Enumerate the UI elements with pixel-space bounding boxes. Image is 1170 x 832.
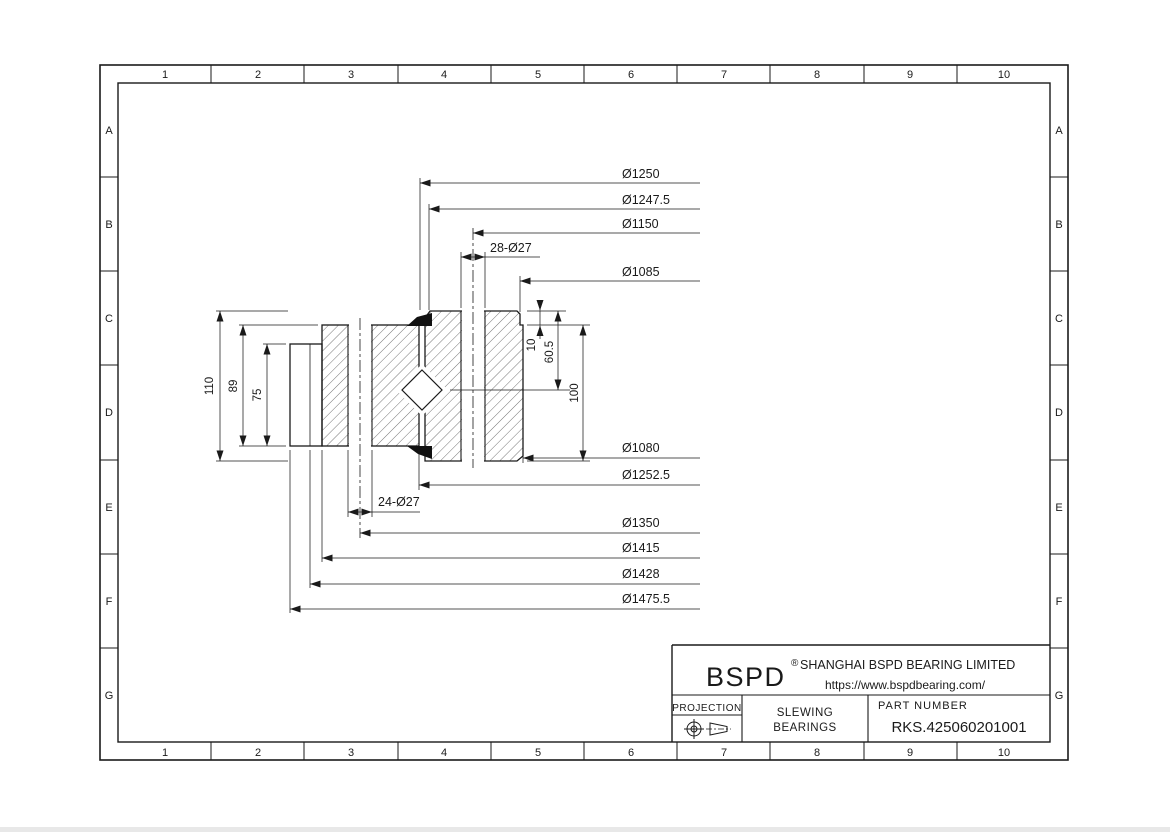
grid-row-label: C (1055, 313, 1063, 325)
bearing-section (289, 228, 570, 538)
grid-col-label: 4 (441, 69, 447, 81)
dim-label-height-110: 110 (204, 377, 216, 395)
dim-label-od1252-5: Ø1252.5 (622, 468, 670, 482)
bottom-seal (407, 446, 432, 459)
grid-row-label: C (105, 313, 113, 325)
grid-col-label: 2 (255, 747, 261, 759)
projection-label: PROJECTION (672, 703, 741, 714)
dim-label-28-holes: 28-Ø27 (490, 241, 532, 255)
centerlines (359, 228, 474, 538)
crossed-roller (401, 369, 443, 411)
grid-col-label: 6 (628, 69, 634, 81)
grid-col-label: 6 (628, 747, 634, 759)
company-website: https://www.bspdbearing.com/ (825, 678, 986, 692)
dimension-lines (216, 178, 700, 613)
grid-row-label: A (105, 125, 113, 137)
dim-label-od1428: Ø1428 (622, 567, 660, 581)
part-number-value: RKS.425060201001 (891, 719, 1026, 736)
grid-row-label: G (1055, 690, 1064, 702)
dim-label-od1150: Ø1150 (622, 217, 659, 231)
grid-col-label: 7 (721, 747, 727, 759)
product-type-line1: SLEWING (777, 707, 834, 719)
grid-col-label: 3 (348, 69, 354, 81)
top-seal (407, 313, 432, 326)
grid-labels: 1 2 3 4 5 6 7 8 9 10 1 2 3 4 5 6 7 8 9 1… (105, 69, 1064, 759)
grid-row-label: D (105, 407, 113, 419)
dim-label-od1415: Ø1415 (622, 541, 660, 555)
gear-rim (289, 343, 323, 447)
projection-symbol-icon (684, 719, 731, 739)
dim-label-24-holes: 24-Ø27 (378, 495, 420, 509)
title-block: BSPD ® SHANGHAI BSPD BEARING LIMITED htt… (671, 644, 1050, 742)
dim-label-height-89: 89 (228, 380, 240, 393)
grid-row-label: B (105, 219, 112, 231)
grid-col-label: 10 (998, 747, 1010, 759)
grid-col-label: 9 (907, 69, 913, 81)
drawing-frame (99, 64, 1069, 761)
grid-col-label: 8 (814, 747, 820, 759)
title-block-borders (671, 644, 1050, 742)
grid-row-label: F (106, 596, 113, 608)
dim-label-height-75: 75 (252, 389, 264, 402)
product-type-line2: BEARINGS (773, 722, 836, 734)
grid-col-label: 7 (721, 69, 727, 81)
grid-col-label: 5 (535, 69, 541, 81)
grid-col-label: 4 (441, 747, 447, 759)
grid-col-label: 3 (348, 747, 354, 759)
dim-label-100: 100 (569, 383, 581, 402)
grid-row-label: G (105, 690, 114, 702)
dim-label-od1247-5: Ø1247.5 (622, 193, 670, 207)
dim-label-10: 10 (526, 339, 538, 352)
grid-col-label: 5 (535, 747, 541, 759)
grid-row-label: D (1055, 407, 1063, 419)
grid-col-label: 10 (998, 69, 1010, 81)
grid-row-label: E (1055, 502, 1062, 514)
dim-label-od1475-5: Ø1475.5 (622, 592, 670, 606)
inner-border (117, 82, 1051, 743)
grid-col-label: 1 (162, 69, 168, 81)
dimension-labels: Ø1250 Ø1247.5 Ø1150 28-Ø27 Ø1085 Ø1080 Ø… (204, 167, 670, 606)
grid-col-label: 9 (907, 747, 913, 759)
dim-label-od1350: Ø1350 (622, 516, 660, 530)
dim-label-od1080: Ø1080 (622, 441, 660, 455)
grid-row-label: A (1055, 125, 1063, 137)
grid-row-label: B (1055, 219, 1062, 231)
grid-row-label: E (105, 502, 112, 514)
dim-label-60-5: 60.5 (544, 341, 556, 363)
grid-col-label: 1 (162, 747, 168, 759)
dim-label-od1085: Ø1085 (622, 265, 660, 279)
grid-ticks (100, 65, 1068, 760)
company-name: SHANGHAI BSPD BEARING LIMITED (800, 658, 1015, 672)
grid-col-label: 2 (255, 69, 261, 81)
grid-row-label: F (1056, 596, 1063, 608)
dim-label-od1250: Ø1250 (622, 167, 660, 181)
registered-trademark-icon: ® (791, 658, 799, 669)
company-logo: BSPD (706, 662, 786, 692)
grid-col-label: 8 (814, 69, 820, 81)
part-number-label: PART NUMBER (878, 700, 968, 712)
outer-border (99, 64, 1069, 761)
